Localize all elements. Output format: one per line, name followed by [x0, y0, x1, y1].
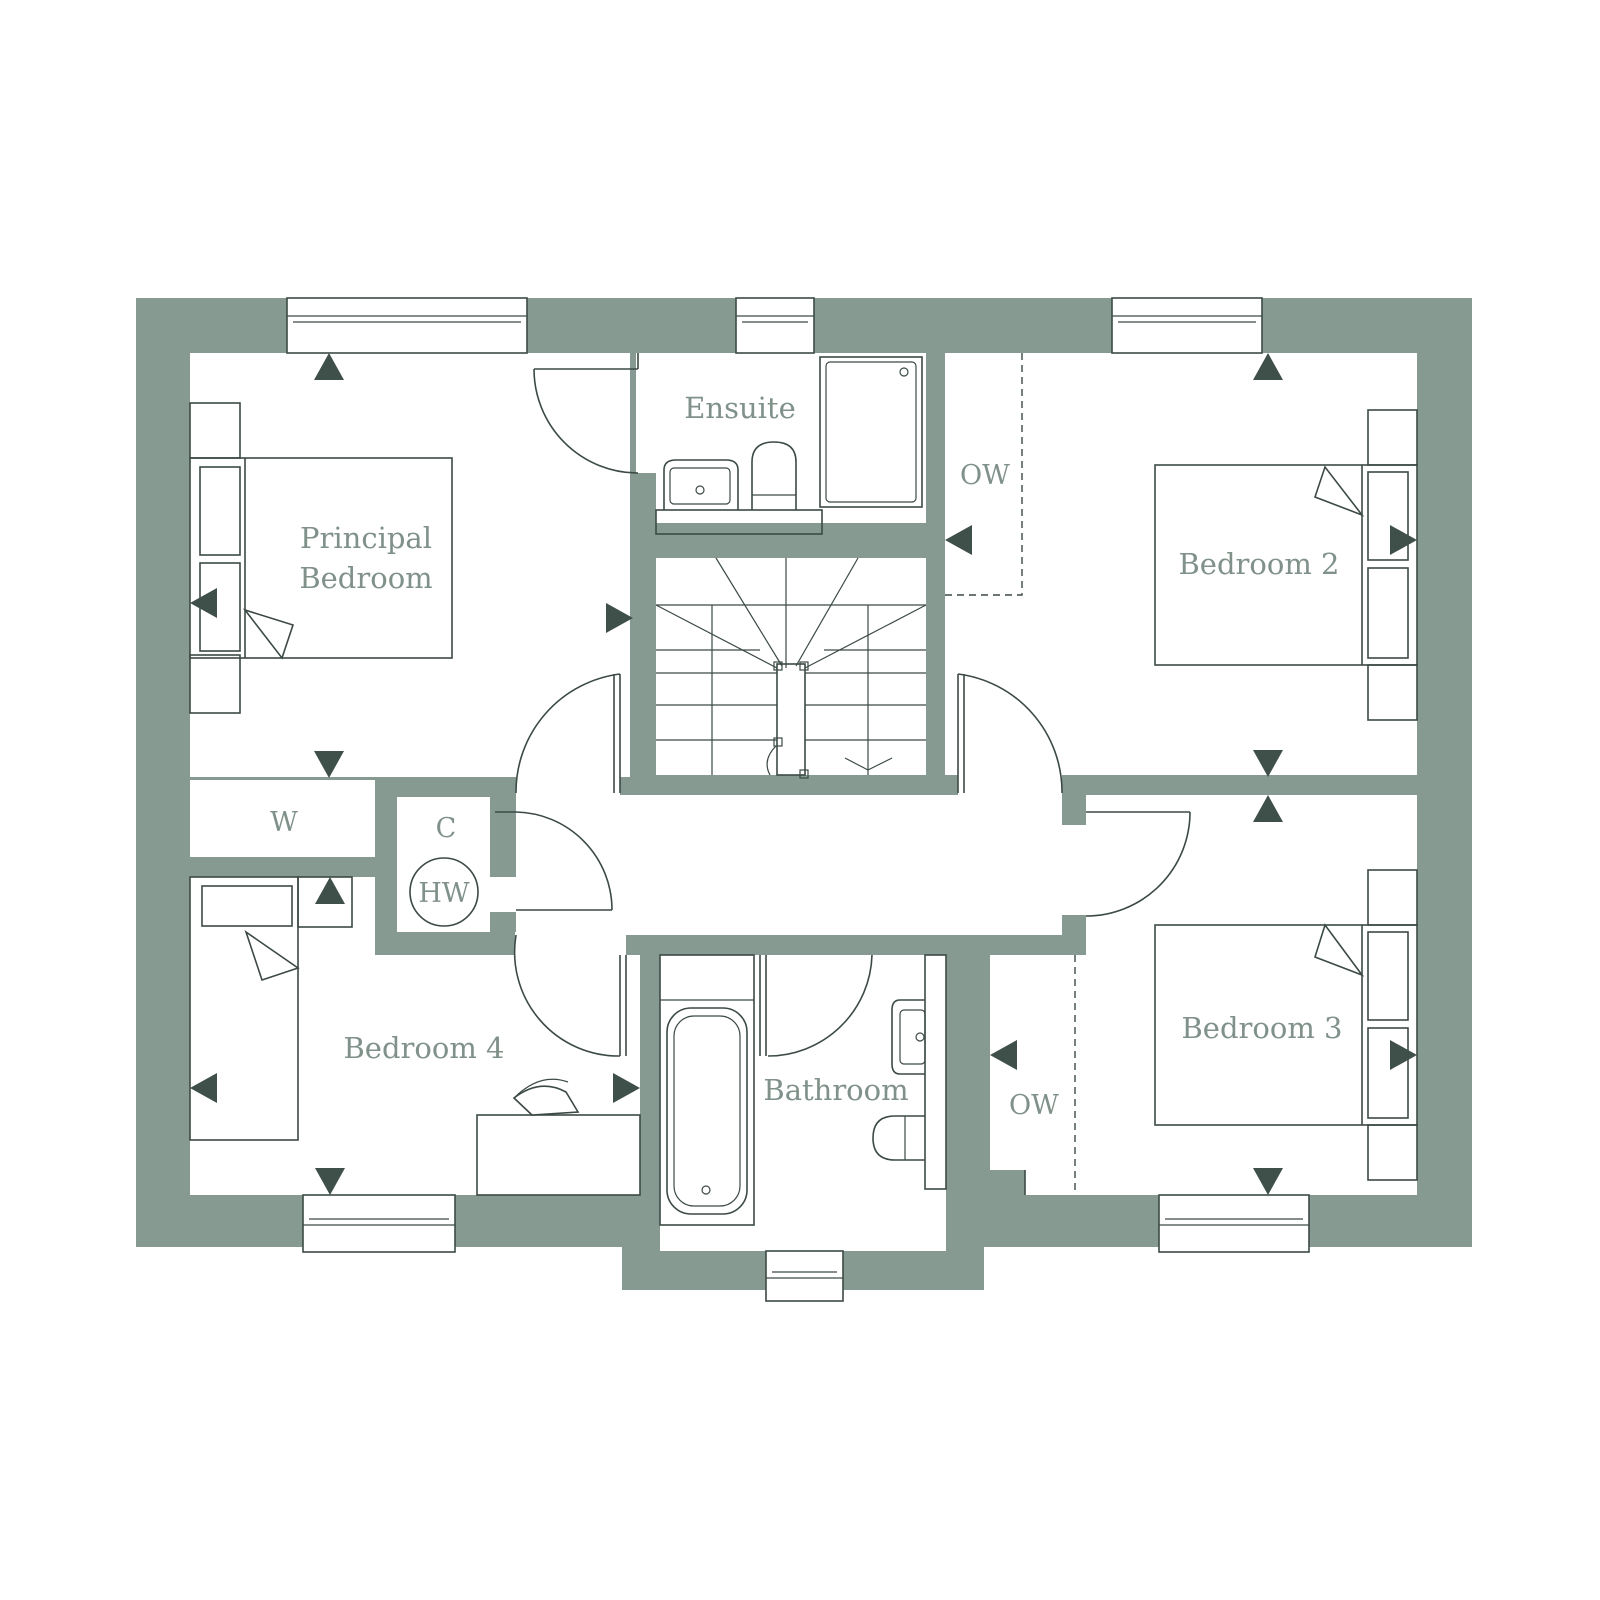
window-bedroom-4: [302, 1194, 456, 1253]
door-bathroom: [759, 954, 873, 1057]
windows: [286, 297, 1310, 1302]
triangle-arrow-icon: [315, 1168, 345, 1195]
label-wardrobe: W: [270, 807, 298, 838]
label-bathroom: Bathroom: [763, 1073, 908, 1107]
room-voids: [190, 353, 1417, 1251]
door-ensuite: [533, 353, 639, 474]
principal-bedroom-furniture: [189, 402, 453, 714]
window-principal: [286, 297, 528, 354]
window-bedroom-3: [1158, 1194, 1310, 1253]
door-bedroom-3: [1085, 811, 1191, 917]
bedroom-4-furniture: [189, 876, 641, 1196]
ensuite-floor: [636, 353, 926, 523]
triangle-arrow-icon: [606, 603, 633, 633]
bedroom-4-bed: [189, 876, 299, 1141]
principal-bedside-bottom: [189, 654, 241, 714]
triangle-arrow-icon: [190, 588, 217, 618]
triangle-arrow-icon: [190, 1073, 217, 1103]
bedroom-2-bed-fold: [1313, 465, 1365, 517]
door-bedroom-4: [513, 934, 627, 1057]
bath-tub-icon: [666, 1007, 748, 1215]
principal-bed: [189, 457, 453, 659]
dimension-markers: [190, 353, 1417, 1195]
room-labels: Principal Bedroom Ensuite Bedroom 2 Bedr…: [270, 391, 1342, 1121]
triangle-arrow-icon: [990, 1040, 1017, 1070]
wardrobe-floor: [190, 780, 375, 857]
triangle-arrow-icon: [1253, 750, 1283, 777]
ensuite-vanity-unit: [655, 509, 823, 535]
bathroom-floor: [660, 955, 946, 1251]
door-bedroom-2: [957, 673, 1063, 794]
triangle-arrow-icon: [314, 751, 344, 778]
stair-direction-icon: [844, 757, 893, 771]
bedroom-4-floor: [190, 877, 640, 1195]
label-principal-line1: Principal: [300, 521, 432, 555]
label-hot-water: HW: [418, 878, 470, 909]
bathroom-basin-icon: [891, 999, 925, 1075]
label-principal-line2: Bedroom: [299, 561, 432, 595]
door-principal-bedroom: [515, 673, 621, 794]
triangle-arrow-icon: [1390, 1040, 1417, 1070]
label-open-wardrobe-top: OW: [960, 460, 1010, 491]
door-cupboard: [495, 811, 613, 911]
staircase: [655, 557, 927, 779]
bedroom-3-bed: [1154, 924, 1418, 1126]
triangle-arrow-icon: [315, 877, 345, 904]
bedroom-4-desk: [476, 1114, 641, 1196]
bedroom-4-bedside: [297, 876, 353, 928]
bedroom-4-chair: [512, 1085, 580, 1116]
window-bedroom-2: [1111, 297, 1263, 354]
principal-bed-fold: [242, 608, 295, 660]
bath-surround: [659, 954, 755, 1226]
triangle-arrow-icon: [1253, 1168, 1283, 1195]
triangle-arrow-icon: [1253, 795, 1283, 822]
triangle-arrow-icon: [314, 353, 344, 380]
bedroom-3-bed-fold: [1314, 923, 1365, 977]
triangle-arrow-icon: [1253, 353, 1283, 380]
bedroom-2-bed: [1154, 464, 1418, 666]
principal-pillow-top: [199, 466, 241, 556]
bathroom-toilet-icon: [872, 1115, 925, 1161]
triangle-arrow-icon: [945, 525, 972, 555]
triangle-arrow-icon: [1390, 525, 1417, 555]
bedroom-4-bed-fold: [244, 929, 300, 982]
window-ensuite: [735, 297, 815, 354]
label-ensuite: Ensuite: [684, 391, 796, 425]
label-bedroom-3: Bedroom 3: [1182, 1011, 1343, 1045]
shower-tray: [819, 356, 923, 508]
label-open-wardrobe-bottom: OW: [1009, 1090, 1059, 1121]
landing-floor-right: [958, 650, 1062, 796]
stair-floor: [656, 558, 926, 775]
interior-walls: [190, 353, 1417, 1245]
label-cupboard: C: [436, 813, 457, 844]
label-bedroom-2: Bedroom 2: [1179, 547, 1340, 581]
hot-water-cylinder-icon: [409, 857, 479, 927]
doors: [495, 353, 1191, 1057]
bedroom-3-floor: [990, 795, 1417, 1195]
ensuite-toilet-icon: [751, 441, 797, 510]
label-bedroom-4: Bedroom 4: [344, 1031, 505, 1065]
open-wardrobe-outlines: [945, 353, 1076, 1195]
window-bathroom: [765, 1250, 844, 1302]
landing-floor-left: [516, 650, 620, 796]
triangle-arrow-icon: [613, 1073, 640, 1103]
bedroom-2-furniture: [1154, 409, 1418, 721]
ensuite-basin-icon: [663, 459, 739, 510]
bedroom-3-furniture: [1154, 869, 1418, 1181]
bathroom-fixtures: [659, 954, 947, 1226]
ensuite-fixtures: [655, 356, 923, 535]
